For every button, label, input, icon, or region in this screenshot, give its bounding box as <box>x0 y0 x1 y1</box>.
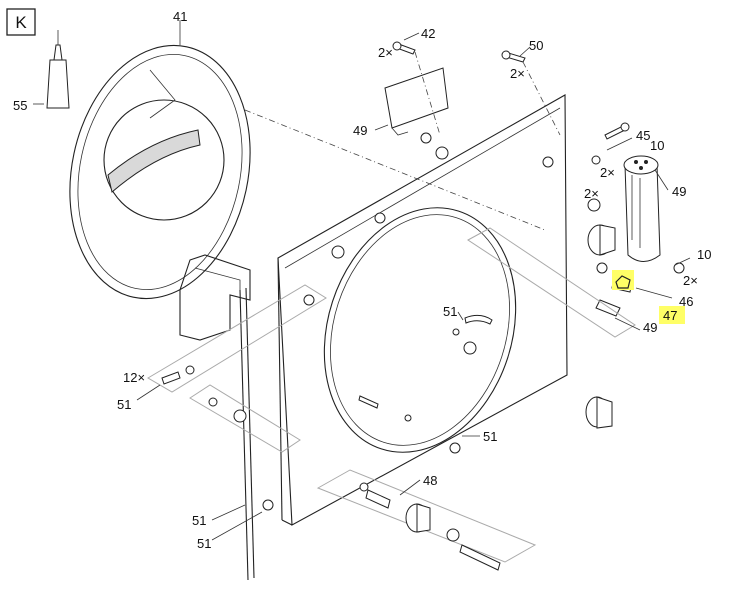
callout-50-qty: 2× <box>510 66 525 81</box>
gear-assembly-right <box>585 198 685 429</box>
callout-55: 55 <box>13 98 27 113</box>
callout-45-qty: 2× <box>600 165 615 180</box>
callout-50: 50 <box>529 38 543 53</box>
callout-51-center: 51 <box>443 304 457 319</box>
section-letter-box: K <box>6 8 36 36</box>
callout-45: 45 <box>636 128 650 143</box>
callout-10-qty-right: 2× <box>683 273 698 288</box>
group-outline-bottom <box>316 442 537 571</box>
callout-49-lower: 49 <box>643 320 657 335</box>
group-outline-bottom-left <box>189 384 301 511</box>
bracket-49-top <box>374 67 449 136</box>
tank-49-right <box>623 155 661 262</box>
callout-42-qty: 2× <box>378 45 393 60</box>
callout-41: 41 <box>173 9 187 24</box>
callout-12-qty: 12× <box>123 370 145 385</box>
callout-47: 47 <box>663 308 677 323</box>
callout-48: 48 <box>423 473 437 488</box>
callout-51-bottom-left-2: 51 <box>197 536 211 551</box>
leader-lines <box>136 32 691 541</box>
callout-49-bracket: 49 <box>353 123 367 138</box>
callout-51-left: 51 <box>117 397 131 412</box>
callout-10-qty-top: 2× <box>584 186 599 201</box>
callout-labels: 41 42 2× 50 2× 55 49 45 2× 10 49 2× 10 2… <box>13 9 711 551</box>
callout-51-bottom-center: 51 <box>483 429 497 444</box>
callout-46: 46 <box>679 294 693 309</box>
callout-10-top: 10 <box>650 138 664 153</box>
section-letter: K <box>15 13 27 32</box>
door-seal-ring-41 <box>69 20 546 300</box>
grease-tube-55 <box>33 30 70 109</box>
highlight-47 <box>612 270 685 324</box>
group-outline-right <box>467 227 636 338</box>
callout-51-bottom-left-1: 51 <box>192 513 206 528</box>
screws-top <box>392 41 561 136</box>
callout-42: 42 <box>421 26 435 41</box>
callout-10-right: 10 <box>697 247 711 262</box>
group-outline-left <box>147 284 327 393</box>
main-panel <box>277 94 568 526</box>
nuts-upper <box>420 122 630 168</box>
callout-49-tank: 49 <box>672 184 686 199</box>
